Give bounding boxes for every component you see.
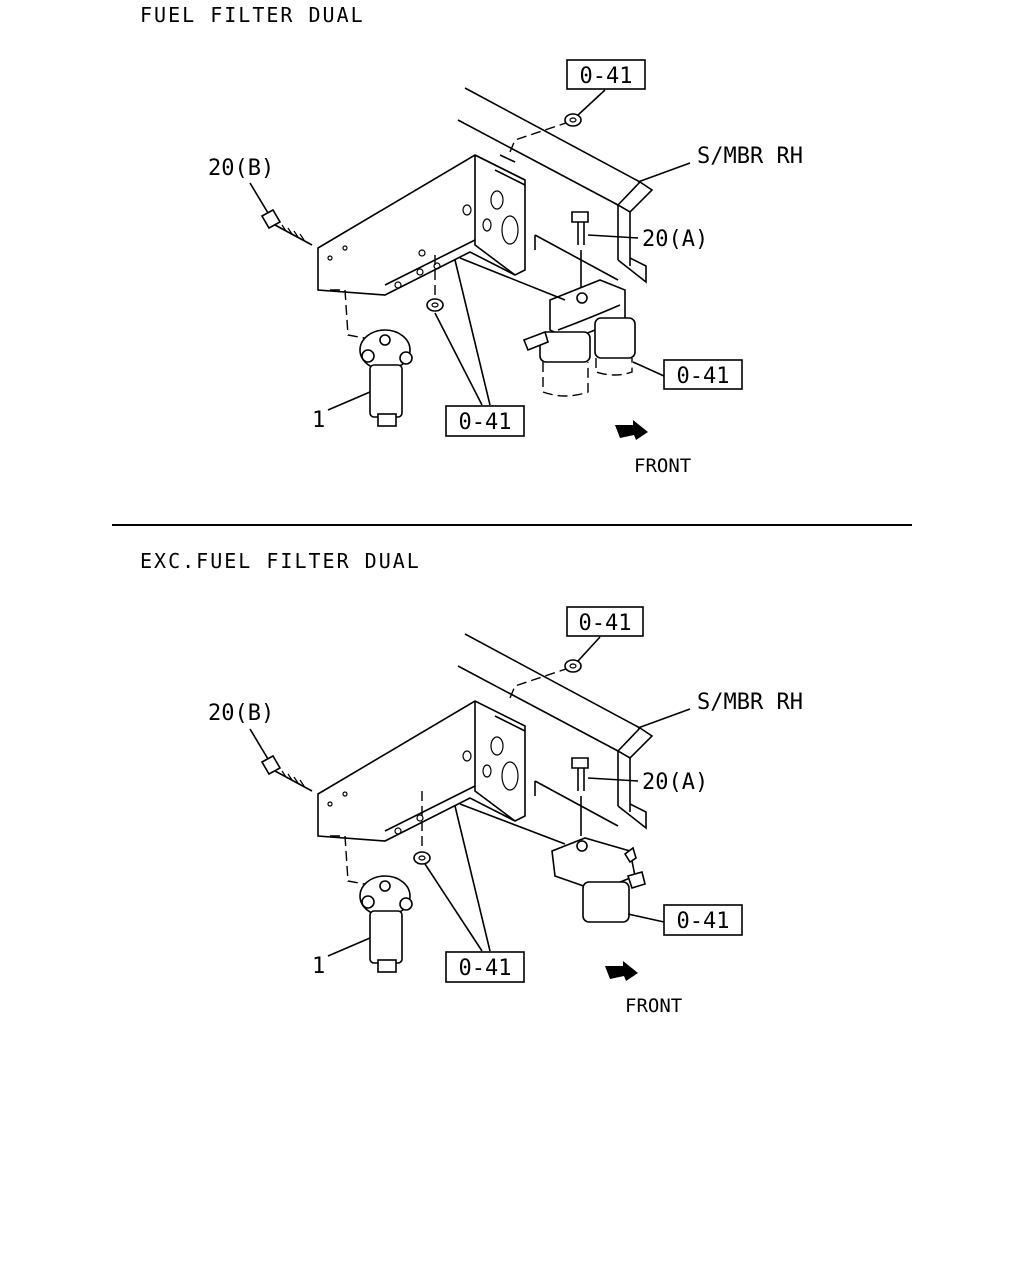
fuel-filter-head xyxy=(459,803,665,923)
side-member-rh xyxy=(457,87,654,284)
nut-bracket xyxy=(413,805,491,952)
label-bolt-a: 20(A) xyxy=(642,770,708,795)
bolt-20a xyxy=(571,757,639,836)
label-bolt-b: 20(B) xyxy=(208,156,274,181)
fuel-filter-dual xyxy=(459,257,665,397)
section-dual: FUEL FILTER DUAL xyxy=(140,3,803,477)
label-part-1: 1 xyxy=(312,954,325,979)
label-bolt-b: 20(B) xyxy=(208,701,274,726)
filter-bracket xyxy=(317,700,526,842)
fuel-filter-single xyxy=(327,329,413,427)
ref-box-filter: 0-41 xyxy=(677,364,730,389)
label-member: S/MBR RH xyxy=(697,144,803,169)
nut-bracket xyxy=(426,259,491,406)
label-front: FRONT xyxy=(625,995,682,1017)
label-front: FRONT xyxy=(634,455,691,477)
ref-box-nuts: 0-41 xyxy=(459,956,512,981)
section-title: EXC.FUEL FILTER DUAL xyxy=(140,549,421,573)
filter-bracket xyxy=(317,154,526,296)
label-part-1: 1 xyxy=(312,408,325,433)
label-member: S/MBR RH xyxy=(697,690,803,715)
ref-box-filter: 0-41 xyxy=(677,909,730,934)
front-arrow-icon xyxy=(605,961,638,981)
ref-box-top: 0-41 xyxy=(580,64,633,89)
fuel-filter-single xyxy=(327,875,413,973)
section-exc-dual: EXC.FUEL FILTER DUAL xyxy=(140,549,803,1017)
nut-top xyxy=(564,89,606,127)
bolt-20b xyxy=(249,182,313,246)
front-arrow-icon xyxy=(615,420,648,440)
label-bolt-a: 20(A) xyxy=(642,227,708,252)
ref-box-nuts: 0-41 xyxy=(459,410,512,435)
bolt-20a xyxy=(571,211,639,290)
nut-top xyxy=(564,636,601,673)
side-member-rh xyxy=(457,633,654,830)
section-title: FUEL FILTER DUAL xyxy=(140,3,365,27)
bolt-20b xyxy=(249,728,313,792)
ref-box-top: 0-41 xyxy=(579,611,632,636)
